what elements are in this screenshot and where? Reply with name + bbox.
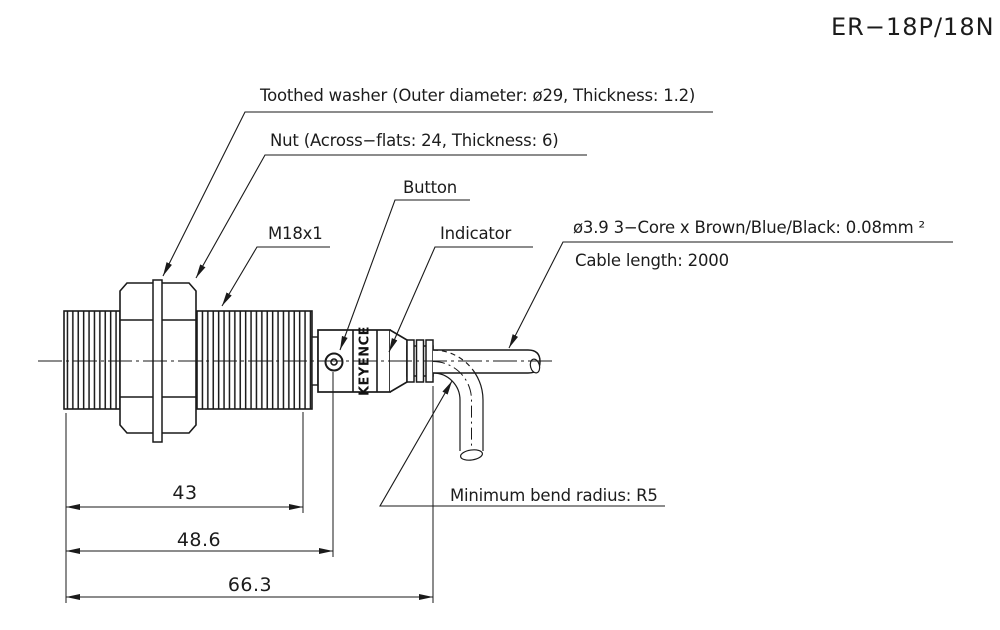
label-indicator: Indicator	[440, 224, 512, 243]
model-number: ER−18P/18N	[831, 13, 995, 41]
leader-thread-spec	[221, 246, 330, 307]
leader-button	[339, 199, 470, 351]
brand-text: KEYENCE	[357, 325, 373, 397]
label-nut: Nut (Across−flats: 24, Thickness: 6)	[270, 131, 559, 150]
label-cable-spec: ø3.9 3−Core x Brown/Blue/Black: 0.08mm ²	[573, 218, 925, 237]
leader-lines	[162, 111, 953, 507]
dimension-thread-length: 43	[172, 482, 198, 504]
cable-end-ellipse	[529, 358, 541, 374]
label-toothed-washer: Toothed washer (Outer diameter: ø29, Thi…	[260, 86, 696, 105]
bent-cable-centerline	[432, 361, 472, 448]
bent-cable-end-ellipse	[459, 449, 484, 461]
dimension-to-button: 48.6	[176, 529, 222, 551]
bent-cable	[432, 349, 484, 461]
leader-toothed-washer	[162, 111, 713, 277]
push-button	[324, 352, 344, 372]
label-min-bend-radius: Minimum bend radius: R5	[450, 486, 658, 505]
leader-min-bend	[379, 380, 665, 507]
cable	[433, 349, 541, 374]
dimension-overall-length: 66.3	[227, 574, 273, 596]
leader-nut	[195, 154, 587, 279]
leader-indicator	[388, 246, 533, 353]
label-thread-spec: M18x1	[268, 224, 323, 243]
leader-cable-spec	[508, 241, 953, 349]
dimension-lines	[65, 372, 434, 603]
thread-section-right	[195, 310, 313, 410]
thread-section-left	[63, 310, 121, 410]
label-button: Button	[403, 178, 458, 197]
label-cable-length: Cable length: 2000	[575, 251, 729, 270]
